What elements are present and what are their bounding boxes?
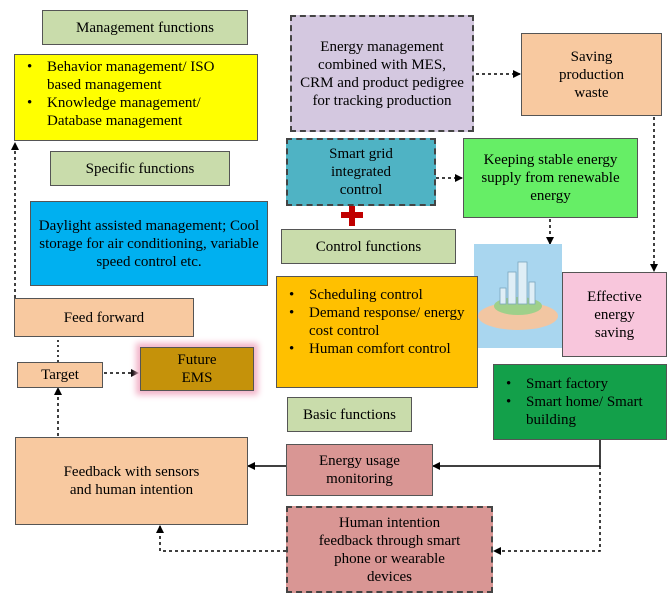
- energy-mes-box: Energy management combined with MES, CRM…: [290, 15, 474, 132]
- stable-supply-box: Keeping stable energy supply from renewa…: [463, 138, 638, 218]
- feed-forward-box: Feed forward: [14, 298, 194, 337]
- control-list: Scheduling control Demand response/ ener…: [276, 276, 478, 388]
- daylight-box: Daylight assisted management; Cool stora…: [30, 201, 268, 286]
- smart-list: Smart factory Smart home/ Smart building: [493, 364, 667, 440]
- feedback-box: Feedback with sensors and human intentio…: [15, 437, 248, 525]
- list-item: Behavior management/ ISO based managemen…: [27, 58, 251, 94]
- management-list: Behavior management/ ISO based managemen…: [14, 54, 258, 141]
- human-intention-box: Human intention feedback through smart p…: [286, 506, 493, 593]
- arrow-smart-to-human: [493, 466, 601, 555]
- arrow-smart-to-energy-usage: [432, 440, 601, 470]
- list-item: Human comfort control: [289, 340, 469, 358]
- list-item: Knowledge management/ Database managemen…: [27, 94, 251, 130]
- basic-functions-label: Basic functions: [287, 397, 412, 432]
- arrow-human-to-feedback: [156, 525, 286, 552]
- list-item: Smart home/ Smart building: [506, 393, 658, 429]
- list-item: Scheduling control: [289, 286, 469, 304]
- energy-usage-box: Energy usage monitoring: [286, 444, 433, 496]
- plus-icon: [341, 204, 363, 226]
- list-item: Smart factory: [506, 375, 658, 393]
- list-item: Demand response/ energy cost control: [289, 304, 469, 340]
- saving-waste-box: Saving production waste: [521, 33, 662, 116]
- control-functions-label: Control functions: [281, 229, 456, 264]
- smart-grid-box: Smart grid integrated control: [286, 138, 436, 206]
- hands-city-image: [474, 244, 562, 348]
- effective-saving-box: Effective energy saving: [562, 272, 667, 357]
- management-functions-label: Management functions: [42, 10, 248, 45]
- target-box: Target: [17, 362, 103, 388]
- future-ems-box: Future EMS: [140, 347, 254, 391]
- specific-functions-label: Specific functions: [50, 151, 230, 186]
